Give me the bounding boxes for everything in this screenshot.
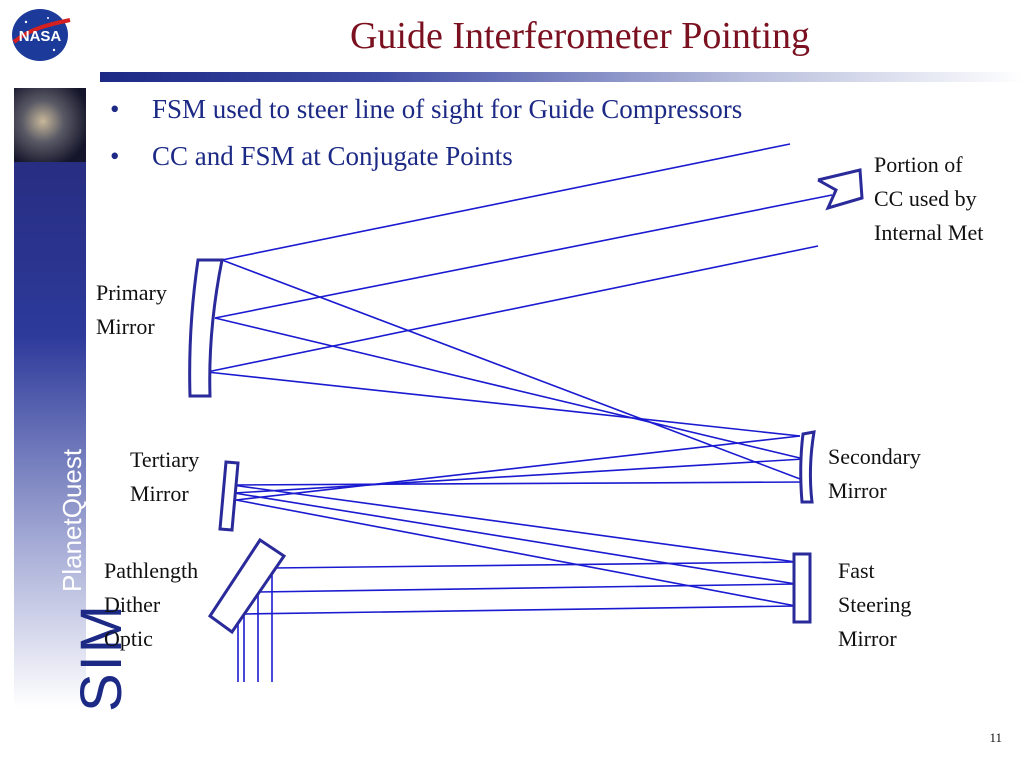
nasa-logo: NASA (12, 9, 71, 61)
label-fast-steering-mirror: Fast Steering Mirror (838, 554, 911, 656)
ray (206, 245, 819, 373)
optics (188, 168, 864, 635)
label-line: Fast (838, 558, 875, 583)
bullet-text: FSM used to steer line of sight for Guid… (152, 94, 743, 124)
label-line: Internal Met (874, 220, 984, 245)
ray (233, 458, 805, 494)
label-line: CC used by (874, 186, 977, 211)
label-tertiary-mirror: Tertiary Mirror (130, 443, 199, 511)
ray (257, 583, 797, 593)
page-number: 11 (989, 730, 1002, 745)
sidebar-band (14, 88, 86, 708)
label-line: Mirror (96, 314, 155, 339)
secondary-mirror (799, 430, 816, 504)
title-rule (100, 72, 1024, 82)
label-line: Primary (96, 280, 167, 305)
ray (221, 259, 809, 483)
ray (233, 492, 797, 585)
ray (235, 435, 801, 501)
ray (231, 481, 809, 486)
fast-steering-mirror (792, 552, 812, 624)
bullet-marker: • (110, 141, 120, 171)
label-secondary-mirror: Secondary Mirror (828, 440, 921, 508)
ray-bundle (206, 143, 833, 682)
corner-cube-optic (817, 168, 864, 211)
label-line: Optic (104, 626, 153, 651)
label-line: Mirror (130, 481, 189, 506)
primary-mirror (188, 258, 224, 398)
bullet-list: • FSM used to steer line of sight for Gui… (110, 94, 742, 188)
tertiary-mirror (218, 460, 240, 532)
bullet-item: • CC and FSM at Conjugate Points (110, 141, 742, 172)
label-line: Steering (838, 592, 912, 617)
label-line: Pathlength (104, 558, 199, 583)
nasa-logo-text: NASA (19, 28, 62, 45)
label-pathlength-dither-optic: Pathlength Dither Optic (104, 554, 198, 656)
pathlength-dither-optic (207, 537, 287, 635)
label-cc-portion: Portion of CC used by Internal Met (874, 148, 983, 250)
ray (221, 143, 791, 261)
ray (214, 194, 833, 319)
ray (235, 499, 797, 607)
label-line: Tertiary (130, 447, 200, 472)
label-line: Mirror (828, 478, 887, 503)
ray (206, 371, 801, 437)
ray (214, 317, 805, 460)
bullet-item: • FSM used to steer line of sight for Gui… (110, 94, 742, 125)
label-line: Mirror (838, 626, 897, 651)
label-line: Portion of (874, 152, 963, 177)
slide-title: Guide Interferometer Pointing (349, 15, 811, 57)
label-line: Dither (104, 592, 161, 617)
ray (231, 484, 797, 563)
bullet-text: CC and FSM at Conjugate Points (152, 141, 513, 171)
spacecraft-thumbnail (14, 88, 86, 162)
bullet-marker: • (110, 94, 120, 124)
label-primary-mirror: Primary Mirror (96, 276, 167, 344)
ray (271, 561, 797, 569)
label-line: Secondary (828, 444, 921, 469)
ray (243, 605, 797, 615)
